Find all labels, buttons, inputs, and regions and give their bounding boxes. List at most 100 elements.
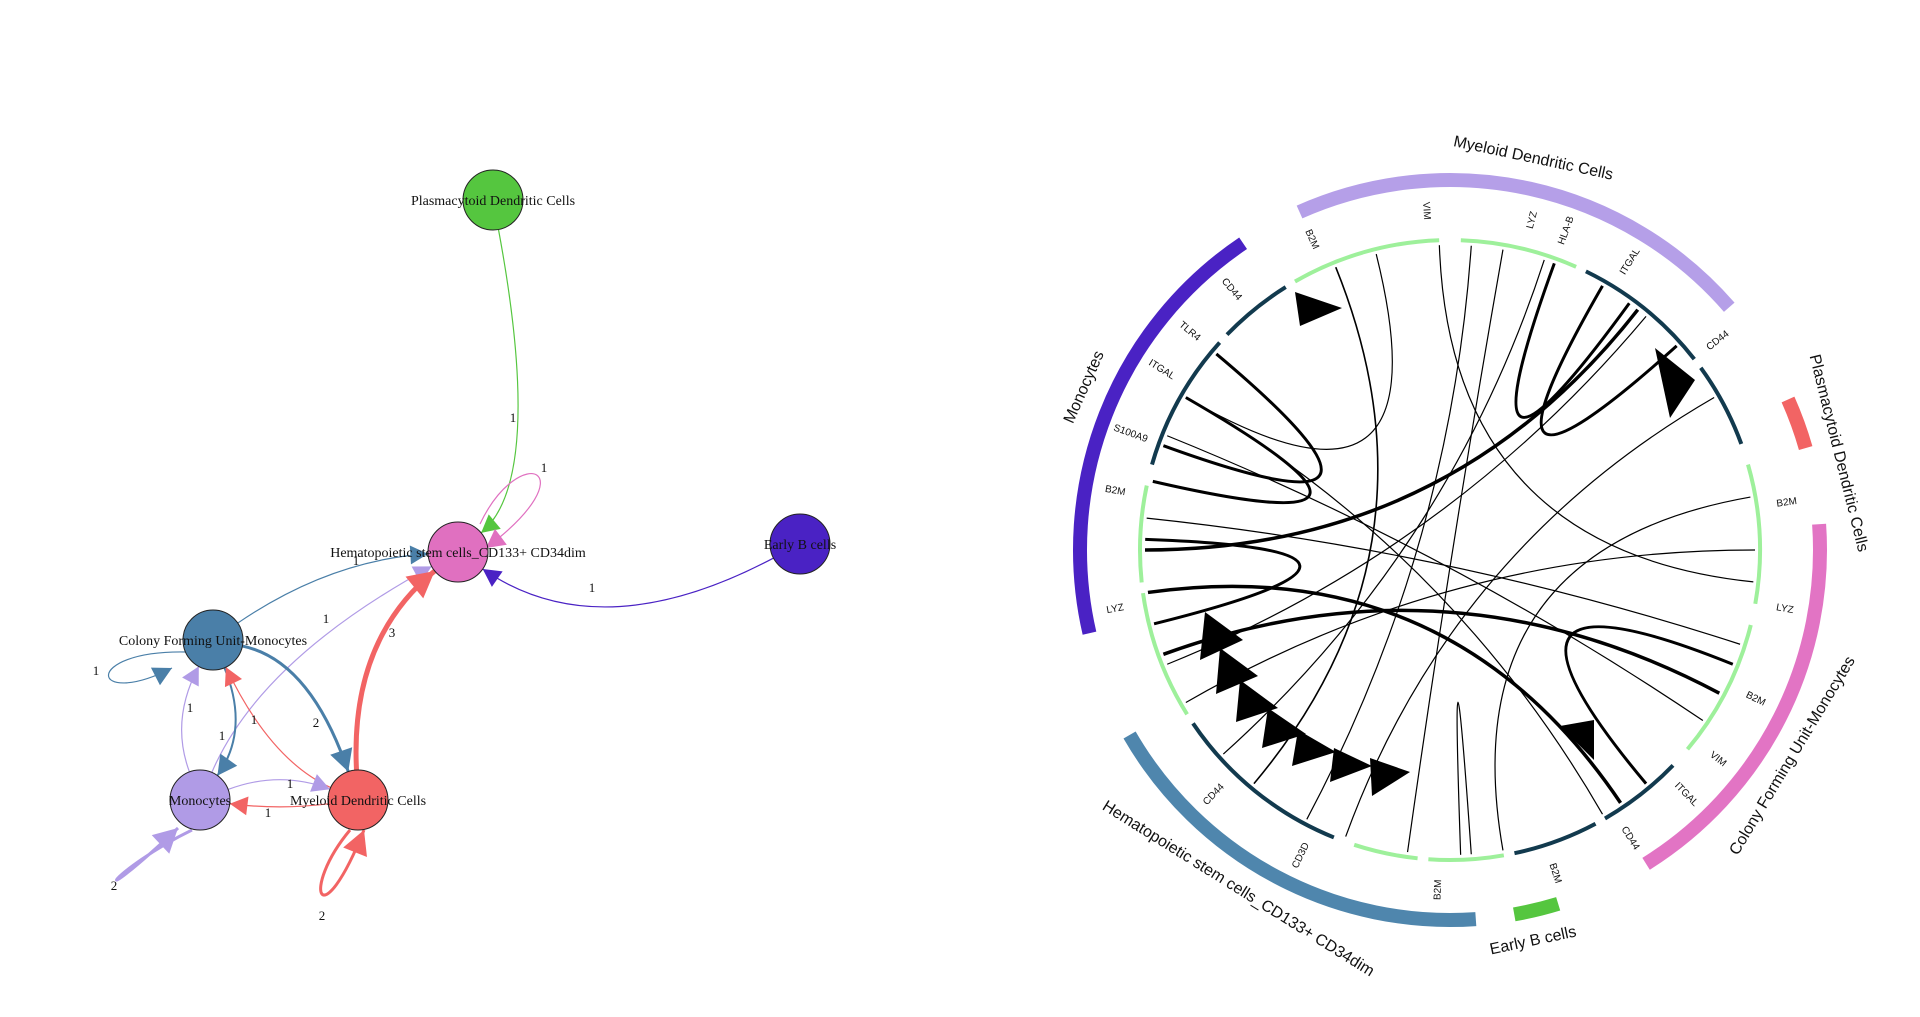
edge-weight-label: 1 [510,410,517,425]
gene-label: TLR4 [1177,319,1203,343]
node-label: Hematopoietic stem cells_CD133+ CD34dim [330,546,586,561]
chord-link [1162,608,1721,695]
sector-label: Plasmacytoid Dendritic Cells [1806,353,1872,554]
chord-link [1345,396,1715,837]
sector-arc [1123,731,1477,927]
edge-arrowhead [409,545,429,565]
chord-link [1564,625,1734,785]
gene-label: ITGAL [1672,780,1700,809]
gene-label: S100A9 [1112,423,1150,446]
edge-weight-label: 1 [287,776,294,791]
receptor-track-segment [1191,722,1335,840]
self-loop-edge [479,473,541,549]
edge-arrowhead [481,514,501,533]
gene-label: B2M [1302,228,1320,251]
node-label: Plasmacytoid Dendritic Cells [411,194,575,209]
edge-arrowhead [482,569,503,587]
chord-link [1152,396,1312,505]
edge-weight-label: 1 [541,460,548,475]
ligand-track-segment [1428,853,1505,862]
edge-arrowhead [486,528,507,548]
edge-arrowhead [405,570,435,599]
receptor-track-segment [1150,341,1222,466]
network-node[interactable] [327,769,389,831]
gene-label: HLA-B [1556,215,1577,247]
chord-link [1406,249,1504,853]
edge-weight-label: 1 [219,728,226,743]
sector-arc [1642,523,1827,870]
self-loop-edge [108,651,187,684]
gene-label: VIM [1420,202,1432,221]
edge-arrowhead [229,796,249,816]
gene-label: ITGAL [1618,246,1643,277]
sector-arc [1296,173,1735,312]
chord-arrowhead [1655,348,1695,418]
chord-arrowhead [1200,612,1243,660]
chord-link [1456,701,1472,855]
gene-label: CD44 [1219,276,1244,303]
node-label: Myeloid Dendritic Cells [290,794,426,809]
interaction-edge [353,569,437,771]
node-label: Early B cells [764,538,836,553]
gene-label: CD3D [1290,841,1312,870]
edge-weight-label: 1 [323,611,330,626]
network-node[interactable] [427,521,489,583]
chord-tracks [1138,238,1762,862]
interaction-edge [211,565,432,773]
gene-label: VIM [1707,750,1728,770]
edge-weight-label: 1 [187,700,194,715]
chord-link [1539,285,1678,437]
chord-arrowhead [1262,708,1306,748]
chord-arrowhead [1560,720,1594,760]
self-loop-edge [319,829,366,897]
chord-link [1438,245,1754,583]
chord-arrowhead [1216,648,1258,694]
gene-label: B2M [1744,690,1767,709]
edge-arrowhead [150,667,172,686]
chord-link [1253,266,1379,785]
network-node[interactable] [182,609,244,671]
ligand-track-segment [1138,485,1149,583]
node-label: Colony Forming Unit-Monocytes [119,634,307,649]
ligand-track-segment [1685,624,1753,751]
chord-link [1145,537,1302,626]
edge-arrowhead [310,774,330,792]
gene-label: CD44 [1619,825,1642,853]
edge-weight-label: 2 [319,908,326,923]
network-node[interactable] [769,513,831,575]
edge-weight-label: 1 [353,553,360,568]
edge-weight-label: 1 [251,712,258,727]
node-label: Monocytes [169,794,231,809]
sector-label: Hematopoietic stem cells_CD133+ CD34dim [1099,798,1377,980]
edge-weight-label: 2 [313,715,320,730]
gene-label: B2M [1432,879,1444,900]
edge-arrowhead [151,828,178,854]
edge-weight-label: 3 [389,625,396,640]
chord-link [1514,262,1631,419]
interaction-edge [242,644,350,773]
chord-link [1185,549,1756,704]
interaction-edge [480,229,519,534]
chord-arrowhead [1370,758,1410,796]
network-node[interactable] [169,769,231,831]
edge-weight-label: 1 [589,580,596,595]
edge-weight-label: 1 [265,805,272,820]
receptor-track-segment [1699,366,1744,445]
network-node[interactable] [462,169,524,231]
interaction-edge [237,553,429,624]
chord-arrowhead [1292,730,1336,766]
edge-weight-label: 2 [111,878,118,893]
edge-arrowhead [182,666,199,687]
ligand-track-segment [1141,592,1189,716]
gene-label: CD44 [1201,781,1227,807]
chord-link [1306,245,1472,820]
gene-label: LYZ [1525,210,1540,230]
sector-arc [1073,237,1248,635]
sector-arc [1512,897,1561,922]
chord-arrowhead [1295,292,1342,326]
chord-link [1185,253,1393,450]
gene-label: B2M [1547,862,1564,885]
